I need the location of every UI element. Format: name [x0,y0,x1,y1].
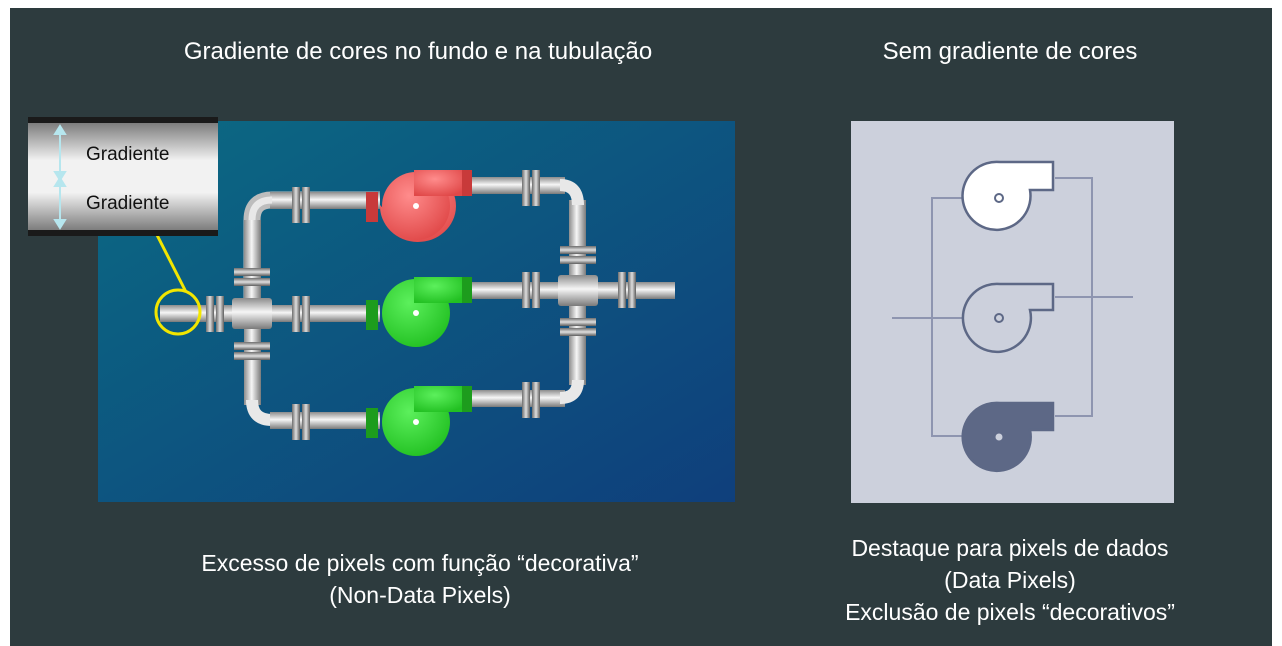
right-caption-line-1: Destaque para pixels de dados [851,535,1169,561]
gradient-arrows [53,124,67,230]
left-caption-line-1: Excesso de pixels com função “decorativa… [201,550,639,576]
pump-icon-bottom [961,401,1055,473]
callout-label-1: Gradiente [86,144,169,165]
pump-icon-middle [961,282,1055,354]
pump-icon-top [961,160,1055,232]
callout-circle [154,288,202,336]
right-caption-line-2: (Data Pixels) [944,567,1076,593]
gradient-callout: Gradiente Gradiente [28,117,218,336]
pump-green-bottom [366,386,472,456]
flat-pipe-network [892,177,1133,437]
pump-green-middle [366,277,472,347]
pump-red [366,170,472,243]
right-caption: Destaque para pixels de dados (Data Pixe… [760,532,1260,628]
right-caption-line-3: Exclusão de pixels “decorativos” [845,599,1175,625]
right-title: Sem gradiente de cores [882,38,1138,65]
callout-line [155,234,188,293]
left-title: Gradiente de cores no fundo e na tubulaç… [183,38,653,65]
left-caption: Excesso de pixels com função “decorativa… [60,547,780,611]
pipe-network [160,170,675,440]
left-caption-line-2: (Non-Data Pixels) [329,582,511,608]
callout-label-2: Gradiente [86,193,169,214]
